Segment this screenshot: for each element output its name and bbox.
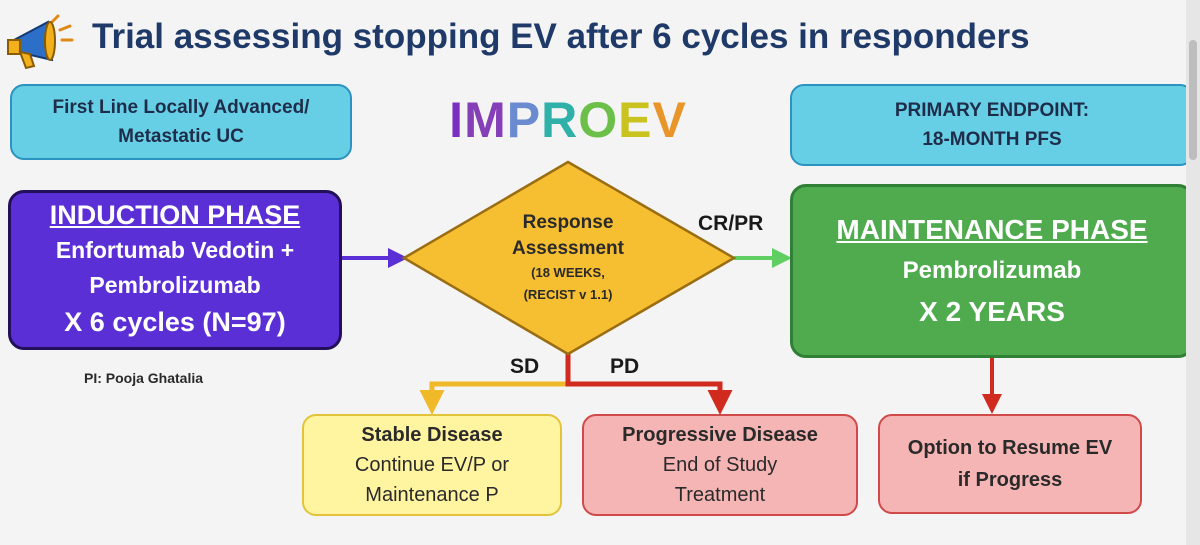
induction-line-2: Pembrolizumab [89,272,261,298]
response-assessment-text: Response Assessment (18 WEEKS, (RECIST v… [474,200,662,316]
trial-name-letter: I [449,92,465,148]
induction-phase-box: INDUCTION PHASE Enfortumab Vedotin + Pem… [8,190,342,350]
resume-line-1: Option to Resume EV [907,437,1113,459]
induction-line-1: Enfortumab Vedotin + [55,237,295,263]
stable-line-2: Maintenance P [365,484,499,506]
response-line-3: (18 WEEKS, [531,265,605,280]
trial-name-letter: P [506,92,542,148]
maintenance-line-1: Pembrolizumab [902,257,1082,284]
progressive-line-2: Treatment [674,484,766,506]
maintenance-phase-box: MAINTENANCE PHASE Pembrolizumab X 2 YEAR… [790,184,1194,358]
population-line-1: First Line Locally Advanced/ [52,97,310,118]
stable-heading: Stable Disease [361,424,503,446]
maintenance-heading: MAINTENANCE PHASE [836,214,1148,245]
trial-name: IMPROEV [448,88,688,152]
progressive-line-1: End of Study [662,454,778,476]
resume-ev-box: Option to Resume EV if Progress [878,414,1142,514]
progressive-heading: Progressive Disease [622,424,818,446]
primary-endpoint-box: PRIMARY ENDPOINT: 18-MONTH PFS [790,84,1194,166]
population-box: First Line Locally Advanced/ Metastatic … [10,84,352,160]
stable-disease-box: Stable Disease Continue EV/P or Maintena… [302,414,562,516]
stable-line-1: Continue EV/P or [354,454,510,476]
induction-line-3: X 6 cycles (N=97) [64,307,286,337]
endpoint-line-1: PRIMARY ENDPOINT: [894,100,1090,121]
arrow-sd-to-stable [419,354,571,415]
trial-name-letter: E [618,92,653,148]
population-line-2: Metastatic UC [118,126,244,147]
page-title: Trial assessing stopping EV after 6 cycl… [92,17,1030,56]
principal-investigator: PI: Pooja Ghatalia [84,370,204,386]
scrollbar-track[interactable] [1186,0,1200,545]
trial-name-letter: O [578,92,619,148]
crpr-label: CR/PR [698,212,764,235]
induction-heading: INDUCTION PHASE [49,200,301,230]
maintenance-line-2: X 2 YEARS [919,296,1065,327]
scrollbar-thumb[interactable] [1189,40,1197,160]
pd-label: PD [610,355,640,378]
response-line-2: Assessment [512,238,624,259]
sd-label: SD [510,355,540,378]
response-line-1: Response [522,212,614,233]
endpoint-line-2: 18-MONTH PFS [922,129,1062,150]
resume-line-2: if Progress [957,469,1063,491]
response-line-4: (RECIST v 1.1) [523,287,613,302]
response-diamond [401,160,737,356]
arrow-pd-to-progressive [565,354,733,415]
trial-name-letter: R [541,92,579,148]
trial-name-letter: M [464,92,507,148]
megaphone-icon [4,14,78,76]
progressive-disease-box: Progressive Disease End of Study Treatme… [582,414,858,516]
trial-name-letter: V [652,92,687,148]
